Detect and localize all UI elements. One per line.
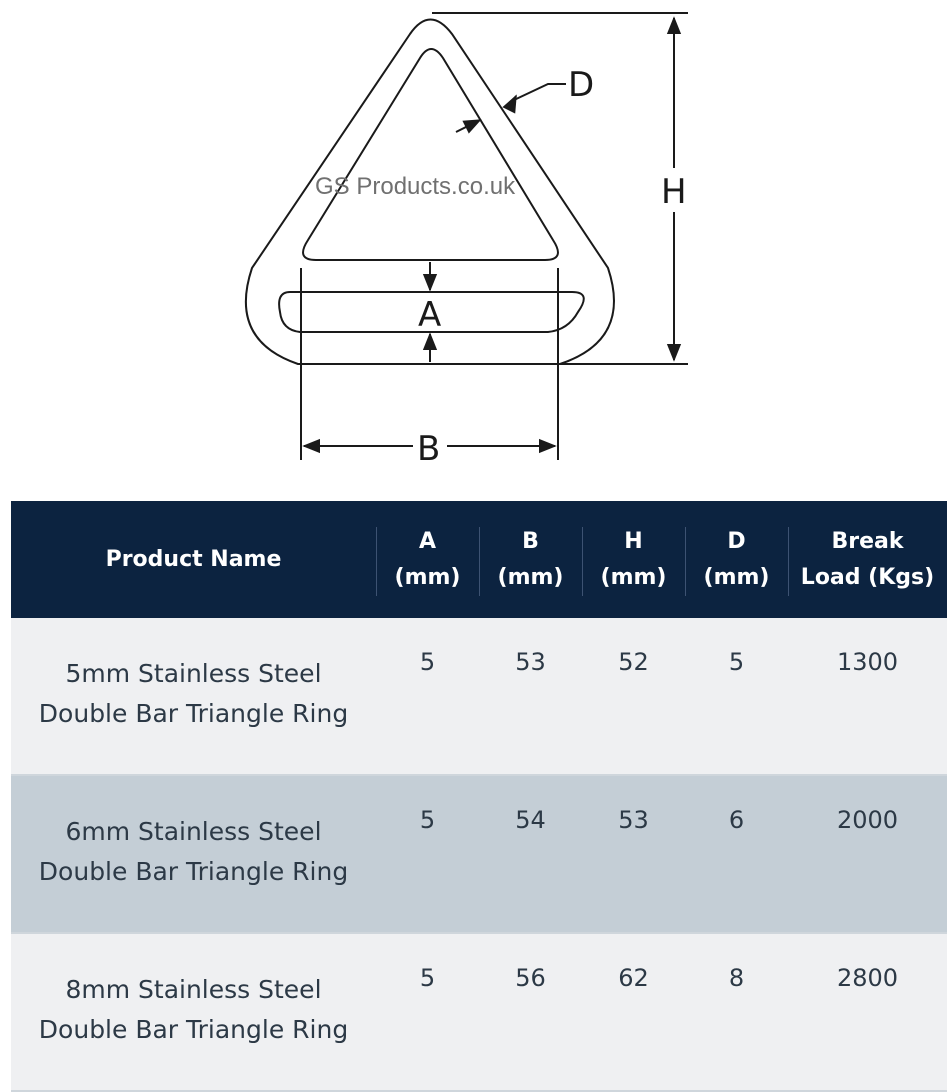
value-break-load: 2000: [836, 806, 899, 834]
cell-break-load: 1300: [788, 618, 947, 776]
cell-b: 54: [479, 775, 582, 934]
value-d: 6: [728, 806, 745, 834]
header-d: D (mm): [685, 501, 788, 618]
value-h: 52: [618, 648, 649, 676]
header-break-load-line2: Load (Kgs): [800, 564, 935, 590]
cell-d: 5: [685, 618, 788, 776]
value-h: 62: [618, 964, 649, 992]
ring-bar-slot: [278, 291, 585, 333]
value-a: 5: [419, 964, 436, 992]
value-b: 54: [515, 806, 546, 834]
value-break-load: 2800: [836, 964, 899, 992]
triangle-ring-diagram: D H A B GS Products.co.uk: [0, 0, 947, 500]
product-name-line1: 6mm Stainless Steel: [65, 817, 322, 846]
value-b: 53: [515, 648, 546, 676]
cell-h: 53: [582, 775, 685, 934]
cell-break-load: 2000: [788, 775, 947, 934]
watermark-text: GS Products.co.uk: [315, 173, 516, 200]
product-name-line2: Double Bar Triangle Ring: [38, 857, 349, 886]
cell-break-load: 2800: [788, 933, 947, 1092]
value-h: 53: [618, 806, 649, 834]
cell-a: 5: [376, 933, 479, 1092]
header-b: B (mm): [479, 501, 582, 618]
ring-outer-outline: [244, 18, 615, 365]
cell-d: 6: [685, 775, 788, 934]
value-break-load: 1300: [836, 648, 899, 676]
cell-h: 52: [582, 618, 685, 776]
product-name-line2: Double Bar Triangle Ring: [38, 1015, 349, 1044]
value-a: 5: [419, 806, 436, 834]
header-product-name-text: Product Name: [105, 546, 282, 572]
header-a: A (mm): [376, 501, 479, 618]
cell-d: 8: [685, 933, 788, 1092]
header-d-line2: (mm): [703, 564, 770, 590]
header-b-line1: B: [522, 528, 539, 554]
value-b: 56: [515, 964, 546, 992]
label-b: B: [417, 429, 440, 469]
header-a-line1: A: [418, 528, 437, 554]
header-h-line1: H: [624, 528, 643, 554]
cell-a: 5: [376, 775, 479, 934]
cell-b: 56: [479, 933, 582, 1092]
header-break-load-line1: Break: [831, 528, 904, 554]
label-d: D: [568, 65, 594, 105]
header-b-line2: (mm): [497, 564, 564, 590]
cell-b: 53: [479, 618, 582, 776]
header-h-line2: (mm): [600, 564, 667, 590]
value-d: 5: [728, 648, 745, 676]
cell-a: 5: [376, 618, 479, 776]
header-a-line2: (mm): [394, 564, 461, 590]
header-h: H (mm): [582, 501, 685, 618]
header-product-name: Product Name: [11, 501, 376, 618]
product-name-line1: 5mm Stainless Steel: [65, 659, 322, 688]
ring-inner-triangle: [302, 48, 559, 261]
cell-h: 62: [582, 933, 685, 1092]
spec-table: Product Name A (mm) B (mm) H (mm) D (mm) Bre…: [11, 501, 947, 1092]
label-h: H: [661, 172, 687, 212]
header-d-line1: D: [727, 528, 746, 554]
diagram-svg: D H A B GS Products.co.uk: [244, 12, 688, 469]
label-a: A: [418, 295, 441, 335]
value-a: 5: [419, 648, 436, 676]
value-d: 8: [728, 964, 745, 992]
product-name-line2: Double Bar Triangle Ring: [38, 699, 349, 728]
table-header-row: Product Name A (mm) B (mm) H (mm) D (mm) Bre…: [11, 501, 947, 618]
product-name-line1: 8mm Stainless Steel: [65, 975, 322, 1004]
